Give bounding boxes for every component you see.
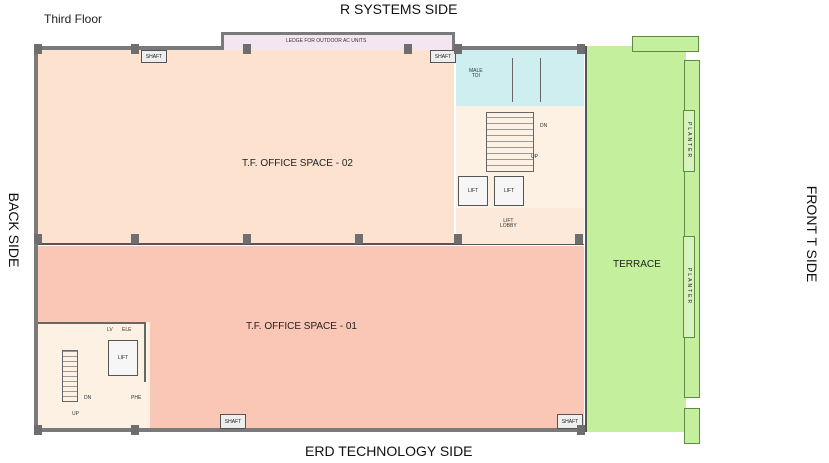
column	[34, 234, 42, 244]
planter-lower: PLANTER	[683, 236, 695, 338]
top-side-label: R SYSTEMS SIDE	[340, 1, 458, 17]
lift-2: LIFT	[494, 176, 524, 206]
left-side-label: BACK SIDE	[6, 192, 22, 268]
column	[34, 44, 42, 54]
west-stair-dn: DN	[84, 395, 92, 401]
column	[577, 425, 585, 435]
shaft-nw: SHAFT	[141, 50, 167, 63]
toilet-block	[456, 50, 584, 106]
shaft-ne-label: SHAFT	[434, 53, 452, 60]
shaft-se: SHAFT	[557, 414, 583, 429]
east-stair-up: UP	[531, 154, 538, 160]
south-wall	[34, 428, 586, 432]
lv-label: LV	[107, 327, 113, 333]
lift-1-label: LIFT	[467, 188, 479, 194]
shaft-sw-label: SHAFT	[224, 418, 242, 425]
lift-lobby	[456, 208, 584, 244]
west-stair-up: UP	[72, 411, 79, 417]
column	[131, 234, 139, 244]
planter-lower-label: PLANTER	[686, 268, 692, 306]
office-divider	[38, 243, 584, 245]
phe-label: PHE	[131, 395, 142, 401]
lift-lobby-label: LIFT LOBBY	[500, 218, 517, 229]
terrace-label: TERRACE	[613, 259, 661, 270]
west-stair	[62, 350, 78, 402]
toilet-partition	[540, 58, 541, 102]
column	[243, 44, 251, 54]
bottom-side-label: ERD TECHNOLOGY SIDE	[305, 443, 473, 459]
shaft-sw: SHAFT	[220, 414, 246, 429]
ele-label: ELE	[122, 327, 132, 333]
shaft-nw-label: SHAFT	[145, 53, 163, 60]
column	[355, 234, 363, 244]
east-stair	[486, 112, 534, 172]
shaft-ne: SHAFT	[430, 50, 456, 63]
terrace	[585, 46, 686, 432]
column	[575, 234, 583, 244]
shaft-se-label: SHAFT	[561, 418, 579, 425]
column	[243, 234, 251, 244]
column	[131, 44, 139, 54]
column	[577, 44, 585, 54]
office-space-02-label: T.F. OFFICE SPACE - 02	[242, 158, 353, 169]
office-space-02	[38, 50, 454, 244]
right-side-label: FRONT T SIDE	[804, 185, 820, 283]
west-lift-label: LIFT	[117, 355, 129, 361]
lift-2-label: LIFT	[503, 188, 515, 194]
west-core-wall	[38, 322, 146, 324]
lift-1: LIFT	[458, 176, 488, 206]
east-stair-dn: DN	[540, 123, 548, 129]
terrace-bottom-planter	[684, 408, 700, 444]
column	[454, 44, 462, 54]
planter-upper-label: PLANTER	[686, 122, 692, 160]
male-toilet-label: MALE TOI	[469, 68, 483, 79]
column	[404, 44, 412, 54]
column	[454, 234, 462, 244]
floor-title: Third Floor	[44, 12, 103, 26]
column	[131, 425, 139, 435]
toilet-partition	[512, 58, 513, 102]
terrace-top-planter	[632, 36, 699, 52]
planter-upper: PLANTER	[683, 110, 695, 172]
ledge-label: LEDGE FOR OUTDOOR AC UNITS	[286, 38, 367, 44]
west-lift: LIFT	[108, 340, 138, 376]
column	[34, 425, 42, 435]
west-core-wall	[144, 322, 146, 382]
office-space-01-label: T.F. OFFICE SPACE - 01	[246, 321, 357, 332]
